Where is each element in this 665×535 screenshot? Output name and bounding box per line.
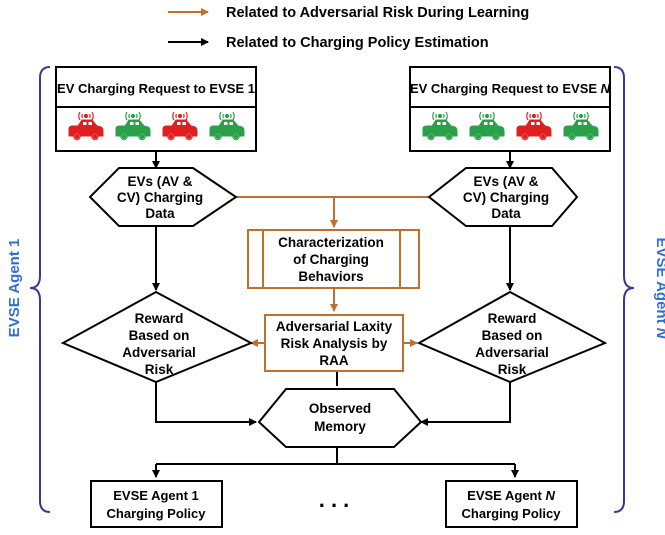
left-reward-line-1: Reward — [135, 311, 184, 326]
left-policy-line-1: EVSE Agent 1 — [113, 488, 198, 503]
observed-memory-line-1: Observed — [309, 401, 371, 416]
right-request-title: EV Charging Request to EVSE N — [410, 81, 611, 96]
left-reward-line-3: Adversarial — [122, 345, 196, 360]
right-reward-line-4: Risk — [498, 362, 527, 377]
right-policy-box: EVSE Agent N Charging Policy — [445, 480, 578, 528]
left-reward-line-2: Based on — [129, 328, 190, 343]
characterization-line-1: Characterization — [278, 235, 384, 250]
left-request-title: EV Charging Request to EVSE 1 — [57, 81, 255, 96]
legend-adversarial-label: Related to Adversarial Risk During Learn… — [226, 5, 529, 21]
left-charging-data-line-3: Data — [145, 206, 175, 221]
left-agent-label: EVSE Agent 1 — [6, 239, 23, 338]
left-reward-diamond: Reward Based on Adversarial Risk — [60, 290, 254, 384]
left-policy-line-2: Charging Policy — [107, 506, 207, 521]
right-agent-label: EVSE Agent N — [653, 237, 665, 339]
right-reward-diamond: Reward Based on Adversarial Risk — [416, 290, 608, 384]
right-request-box: EV Charging Request to EVSE N — [409, 66, 611, 152]
policy-connectors — [152, 151, 519, 478]
risk-analysis-box: Adversarial Laxity Risk Analysis by RAA — [264, 314, 404, 372]
ellipsis: . . . — [319, 487, 350, 512]
left-charging-data: EVs (AV & CV) Charging Data — [88, 167, 238, 227]
right-charging-data-line-2: CV) Charging — [463, 190, 549, 205]
right-charging-data: EVs (AV & CV) Charging Data — [427, 167, 579, 227]
left-agent-brace — [29, 66, 51, 513]
right-charging-data-line-1: EVs (AV & — [473, 174, 538, 189]
right-charging-data-line-3: Data — [491, 206, 521, 221]
observed-memory: Observed Memory — [257, 388, 423, 448]
right-agent-brace — [613, 66, 635, 513]
observed-memory-line-2: Memory — [314, 419, 366, 434]
characterization-box: Characterization of Charging Behaviors — [247, 229, 420, 289]
left-request-box: EV Charging Request to EVSE 1 — [55, 66, 257, 152]
right-reward-line-1: Reward — [488, 311, 537, 326]
risk-analysis-line-3: RAA — [319, 353, 348, 368]
characterization-line-2: of Charging — [293, 252, 369, 267]
characterization-line-3: Behaviors — [298, 269, 363, 284]
legend: Related to Adversarial Risk During Learn… — [168, 5, 529, 51]
left-charging-data-line-1: EVs (AV & — [127, 174, 192, 189]
legend-policy-label: Related to Charging Policy Estimation — [226, 35, 489, 51]
risk-analysis-line-2: Risk Analysis by — [281, 336, 388, 351]
left-policy-box: EVSE Agent 1 Charging Policy — [90, 480, 223, 528]
left-charging-data-line-2: CV) Charging — [117, 190, 203, 205]
right-reward-line-2: Based on — [482, 328, 543, 343]
adversarial-connectors — [236, 196, 429, 347]
right-policy-line-2: Charging Policy — [462, 506, 562, 521]
right-reward-line-3: Adversarial — [475, 345, 549, 360]
right-policy-line-1: EVSE Agent N — [467, 488, 555, 503]
left-reward-line-4: Risk — [145, 362, 174, 377]
risk-analysis-line-1: Adversarial Laxity — [276, 319, 393, 334]
